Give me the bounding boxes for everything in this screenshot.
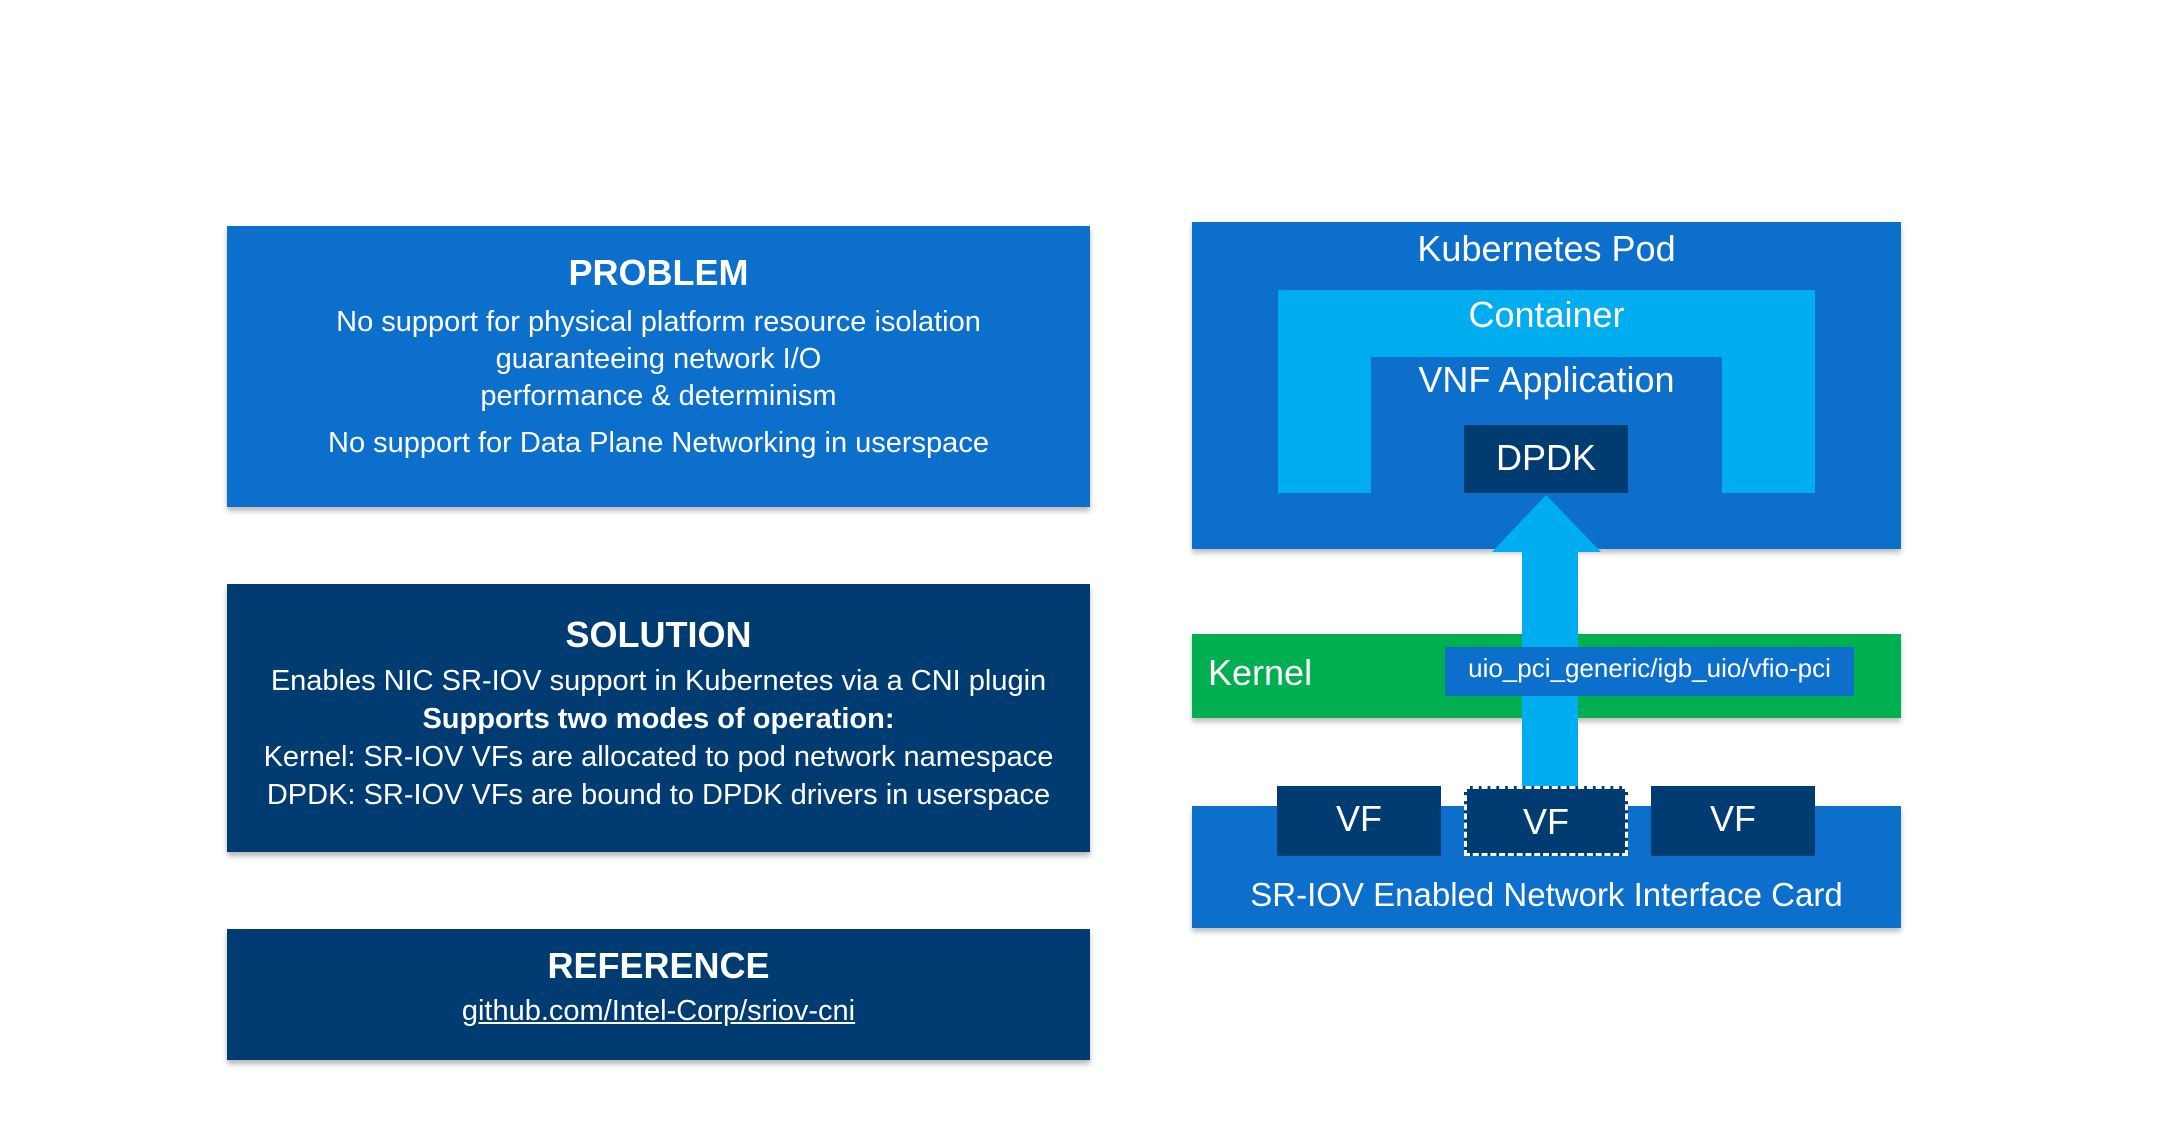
problem-line-4: No support for Data Plane Networking in … (328, 427, 989, 459)
solution-panel: SOLUTION Enables NIC SR-IOV support in K… (227, 584, 1090, 852)
driver-label: uio_pci_generic/igb_uio/vfio-pci (1468, 653, 1831, 683)
dpdk-box: DPDK (1464, 425, 1628, 493)
solution-line-1: Enables NIC SR-IOV support in Kubernetes… (270, 665, 1047, 697)
vf-label: VF (1709, 798, 1756, 839)
vf-box: VF (1277, 786, 1441, 856)
problem-line-1: No support for physical platform resourc… (336, 306, 981, 338)
container-label: Container (1468, 294, 1625, 335)
reference-link[interactable]: github.com/Intel-Corp/sriov-cni (461, 995, 856, 1027)
nic-label: SR-IOV Enabled Network Interface Card (1250, 876, 1843, 913)
kernel-label: Kernel (1208, 652, 1313, 693)
dpdk-label: DPDK (1495, 437, 1597, 478)
kubernetes-pod-label: Kubernetes Pod (1417, 228, 1676, 269)
vf-box-selected: VF (1464, 786, 1628, 856)
solution-line-4: DPDK: SR-IOV VFs are bound to DPDK drive… (266, 779, 1051, 811)
problem-panel: PROBLEM No support for physical platform… (227, 226, 1090, 507)
driver-box: uio_pci_generic/igb_uio/vfio-pci (1445, 647, 1854, 696)
solution-title: SOLUTION (565, 614, 752, 655)
reference-title: REFERENCE (547, 945, 770, 986)
solution-line-2: Supports two modes of operation: (422, 703, 895, 735)
vf-label: VF (1335, 798, 1382, 839)
reference-panel: REFERENCE github.com/Intel-Corp/sriov-cn… (227, 929, 1090, 1060)
vf-label: VF (1522, 801, 1569, 842)
vnf-application-label: VNF Application (1418, 359, 1675, 400)
problem-line-3: performance & determinism (480, 380, 837, 412)
spacer (227, 415, 1090, 425)
problem-line-2: guaranteeing network I/O (495, 343, 822, 375)
problem-title: PROBLEM (568, 252, 749, 293)
vf-box: VF (1651, 786, 1815, 856)
solution-line-3: Kernel: SR-IOV VFs are allocated to pod … (263, 741, 1054, 773)
